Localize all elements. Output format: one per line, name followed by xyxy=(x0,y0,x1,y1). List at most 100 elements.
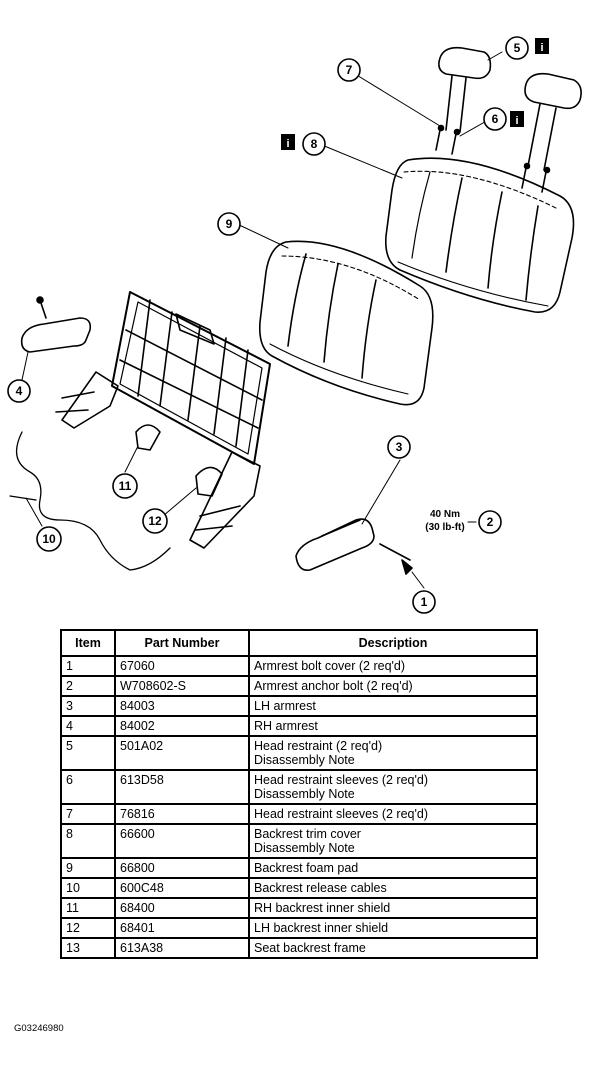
seat-backrest-frame xyxy=(55,291,271,549)
cell-description: Backrest release cables xyxy=(248,877,538,899)
cell-description: LH backrest inner shield xyxy=(248,917,538,939)
callout-label-11: 11 xyxy=(119,479,132,493)
cell-item: 3 xyxy=(60,695,116,717)
cell-item: 4 xyxy=(60,715,116,737)
callout-5 xyxy=(505,36,529,60)
cell-description: Seat backrest frame xyxy=(248,937,538,959)
cell-item: 12 xyxy=(60,917,116,939)
cell-part-number: 66600 xyxy=(114,823,250,859)
cell-part-number: 84003 xyxy=(114,695,250,717)
callout-12 xyxy=(142,508,168,534)
column-header-part-number: Part Number xyxy=(114,629,250,657)
backrest-foam-pad xyxy=(258,240,434,406)
description-text: Backrest release cables xyxy=(254,881,387,895)
cell-description: LH armrest xyxy=(248,695,538,717)
release-cables xyxy=(9,431,171,571)
description-note: Disassembly Note xyxy=(254,787,355,801)
callout-label-7: 7 xyxy=(346,63,353,77)
inner-shields xyxy=(135,424,223,497)
info-icons: i i i xyxy=(281,38,549,150)
cell-part-number: 613A38 xyxy=(114,937,250,959)
cell-part-number: 501A02 xyxy=(114,735,250,771)
description-text: Armrest anchor bolt (2 req'd) xyxy=(254,679,413,693)
callout-10 xyxy=(36,526,62,552)
cell-item: 5 xyxy=(60,735,116,771)
head-restraint-sleeves xyxy=(435,124,551,193)
cell-description: Armrest bolt cover (2 req'd) xyxy=(248,655,538,677)
info-icon-glyph: i xyxy=(515,115,518,127)
description-text: Seat backrest frame xyxy=(254,941,366,955)
column-header-description: Description xyxy=(248,629,538,657)
info-icon xyxy=(510,111,524,127)
description-text: Head restraint (2 req'd) xyxy=(254,739,383,753)
cell-description: Head restraint sleeves (2 req'd) xyxy=(248,803,538,825)
column-header-item: Item xyxy=(60,629,116,657)
cell-item: 8 xyxy=(60,823,116,859)
cell-description: RH backrest inner shield xyxy=(248,897,538,919)
torque-spec-lbft: (30 lb-ft) xyxy=(425,522,464,533)
description-text: RH backrest inner shield xyxy=(254,901,391,915)
cell-item: 6 xyxy=(60,769,116,805)
description-text: RH armrest xyxy=(254,719,318,733)
backrest-trim-cover xyxy=(384,157,575,313)
cell-item: 9 xyxy=(60,857,116,879)
table-header-row: Item Part Number Description xyxy=(60,629,538,657)
cell-item: 13 xyxy=(60,937,116,959)
callout-3 xyxy=(387,435,411,459)
cell-part-number: 76816 xyxy=(114,803,250,825)
cell-item: 1 xyxy=(60,655,116,677)
callout-label-10: 10 xyxy=(42,532,56,546)
callout-label-1: 1 xyxy=(421,595,428,609)
cell-part-number: 68401 xyxy=(114,917,250,939)
callout-label-12: 12 xyxy=(148,514,162,528)
cell-item: 11 xyxy=(60,897,116,919)
lh-armrest xyxy=(295,518,375,572)
cell-item: 7 xyxy=(60,803,116,825)
cell-item: 10 xyxy=(60,877,116,899)
rh-armrest xyxy=(20,296,92,353)
callout-4 xyxy=(7,379,31,403)
leader-lines xyxy=(21,51,503,589)
cell-description: RH armrest xyxy=(248,715,538,737)
callout-11 xyxy=(112,473,138,499)
description-text: Backrest foam pad xyxy=(254,861,359,875)
cell-description: Head restraint sleeves (2 req'd)Disassem… xyxy=(248,769,538,805)
callout-label-9: 9 xyxy=(226,217,233,231)
callout-label-4: 4 xyxy=(16,384,23,398)
description-text: Backrest trim cover xyxy=(254,827,361,841)
callout-6 xyxy=(483,107,507,131)
head-restraint-left xyxy=(438,46,492,133)
callout-label-6: 6 xyxy=(492,112,499,126)
callout-8 xyxy=(302,132,326,156)
cell-description: Backrest foam pad xyxy=(248,857,538,879)
cell-description: Armrest anchor bolt (2 req'd) xyxy=(248,675,538,697)
callout-label-3: 3 xyxy=(396,440,403,454)
callout-7 xyxy=(337,58,361,82)
description-text: Head restraint sleeves (2 req'd) xyxy=(254,773,428,787)
cell-part-number: 84002 xyxy=(114,715,250,737)
cell-part-number: 68400 xyxy=(114,897,250,919)
callout-1 xyxy=(412,590,436,614)
figure-id: G03246980 xyxy=(14,1023,64,1034)
callout-9 xyxy=(217,212,241,236)
callout-2 xyxy=(478,510,502,534)
cell-part-number: 66800 xyxy=(114,857,250,879)
info-icon-glyph: i xyxy=(286,138,289,150)
cell-part-number: 613D58 xyxy=(114,769,250,805)
description-text: LH armrest xyxy=(254,699,316,713)
description-note: Disassembly Note xyxy=(254,841,355,855)
description-text: Head restraint sleeves (2 req'd) xyxy=(254,807,428,821)
